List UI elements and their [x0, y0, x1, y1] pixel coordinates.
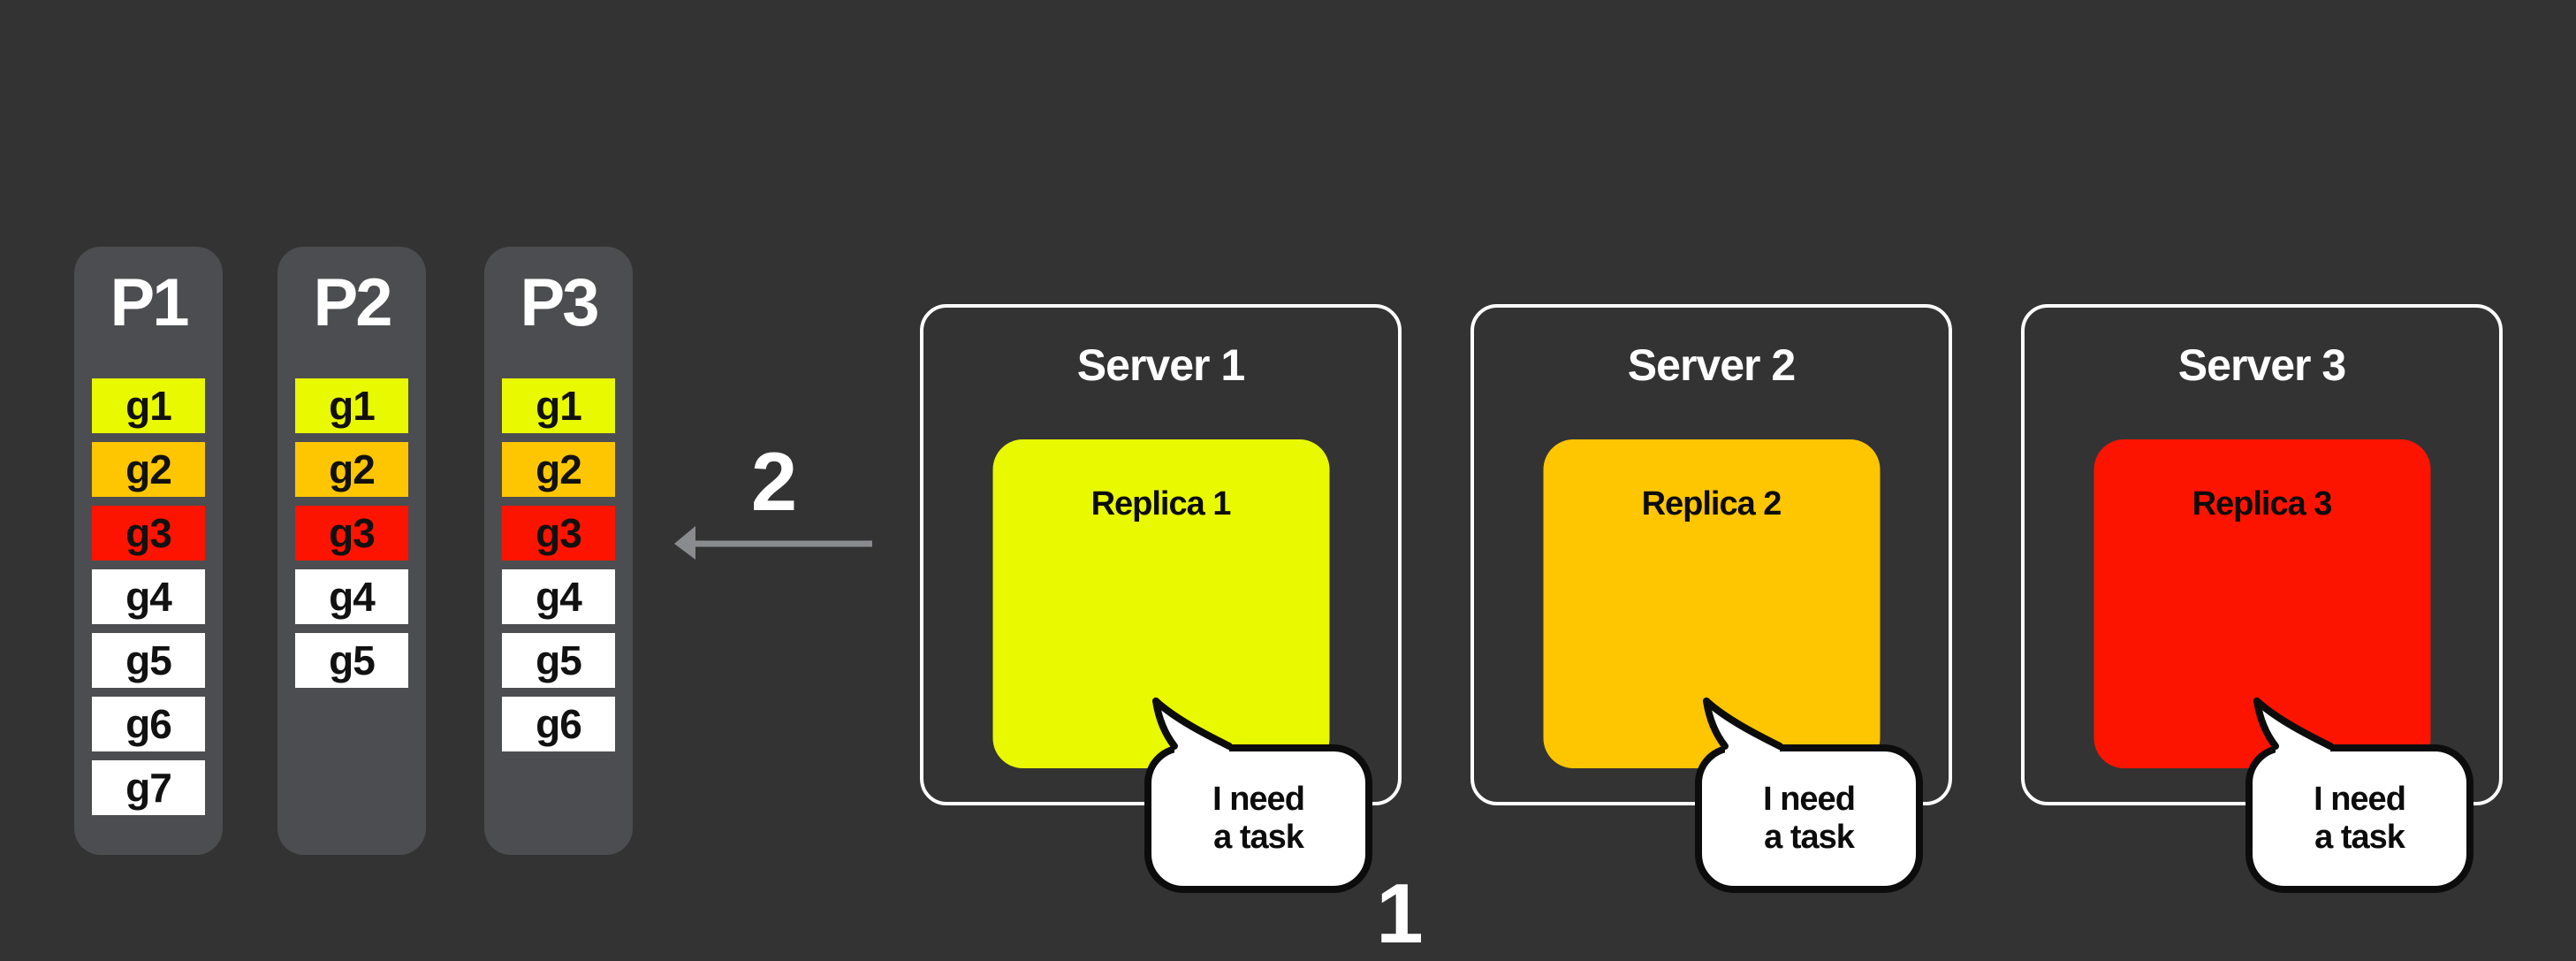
speech-bubble: I need a task	[1144, 744, 1372, 893]
task-list: g1 g2 g3 g4 g5 g6	[484, 378, 633, 751]
task-cell: g3	[295, 506, 408, 561]
task-cell: g2	[92, 442, 205, 497]
speech-line-1: I need	[2314, 781, 2406, 818]
task-cell: g4	[295, 569, 408, 624]
speech-bubble-tail	[2253, 698, 2334, 762]
task-cell: g1	[502, 378, 615, 433]
speech-line-1: I need	[1763, 781, 1856, 818]
server-title: Server 2	[1627, 340, 1796, 390]
task-list: g1 g2 g3 g4 g5	[277, 378, 426, 688]
server-2-box: Server 2 Replica 2 I need a task	[1470, 304, 1952, 893]
server-3-box: Server 3 Replica 3 I need a task	[2021, 304, 2503, 893]
task-cell: g4	[502, 569, 615, 624]
step-1-label: 1	[1376, 866, 1423, 961]
arrow-left-icon	[674, 526, 872, 560]
task-cell: g6	[92, 697, 205, 751]
partition-title: P2	[313, 265, 393, 340]
step-2-label: 2	[750, 435, 797, 528]
partition-p1: P1 g1 g2 g3 g4 g5 g6 g7	[74, 247, 223, 855]
partition-p2: P2 g1 g2 g3 g4 g5	[277, 247, 426, 855]
task-cell: g6	[502, 697, 615, 751]
task-cell: g2	[295, 442, 408, 497]
task-cell: g5	[92, 633, 205, 688]
server-title: Server 1	[1076, 340, 1245, 390]
task-cell: g3	[92, 506, 205, 561]
partition-title: P3	[520, 265, 600, 340]
server-title: Server 3	[2177, 340, 2346, 390]
diagram-canvas: P1 g1 g2 g3 g4 g5 g6 g7 P2 g1 g2 g3 g4 g…	[74, 247, 2503, 957]
speech-line-2: a task	[2314, 819, 2405, 856]
speech-line-1: I need	[1212, 781, 1305, 818]
task-cell: g2	[502, 442, 615, 497]
task-cell: g3	[502, 506, 615, 561]
speech-line-2: a task	[1764, 819, 1855, 856]
speech-line-2: a task	[1213, 819, 1304, 856]
task-cell: g1	[295, 378, 408, 433]
speech-bubble-tail	[1152, 698, 1233, 762]
task-cell: g5	[295, 633, 408, 688]
task-cell: g4	[92, 569, 205, 624]
partition-p3: P3 g1 g2 g3 g4 g5 g6	[484, 247, 633, 855]
task-list: g1 g2 g3 g4 g5 g6 g7	[74, 378, 223, 815]
partition-title: P1	[110, 265, 190, 340]
server-1-box: Server 1 Replica 1 I need a task	[920, 304, 1402, 893]
task-cell: g1	[92, 378, 205, 433]
speech-bubble: I need a task	[1695, 744, 1923, 893]
speech-bubble-tail	[1703, 698, 1783, 762]
replica-1-box: Replica 1	[992, 439, 1329, 768]
speech-bubble: I need a task	[2245, 744, 2473, 893]
task-cell: g7	[92, 760, 205, 815]
task-cell: g5	[502, 633, 615, 688]
